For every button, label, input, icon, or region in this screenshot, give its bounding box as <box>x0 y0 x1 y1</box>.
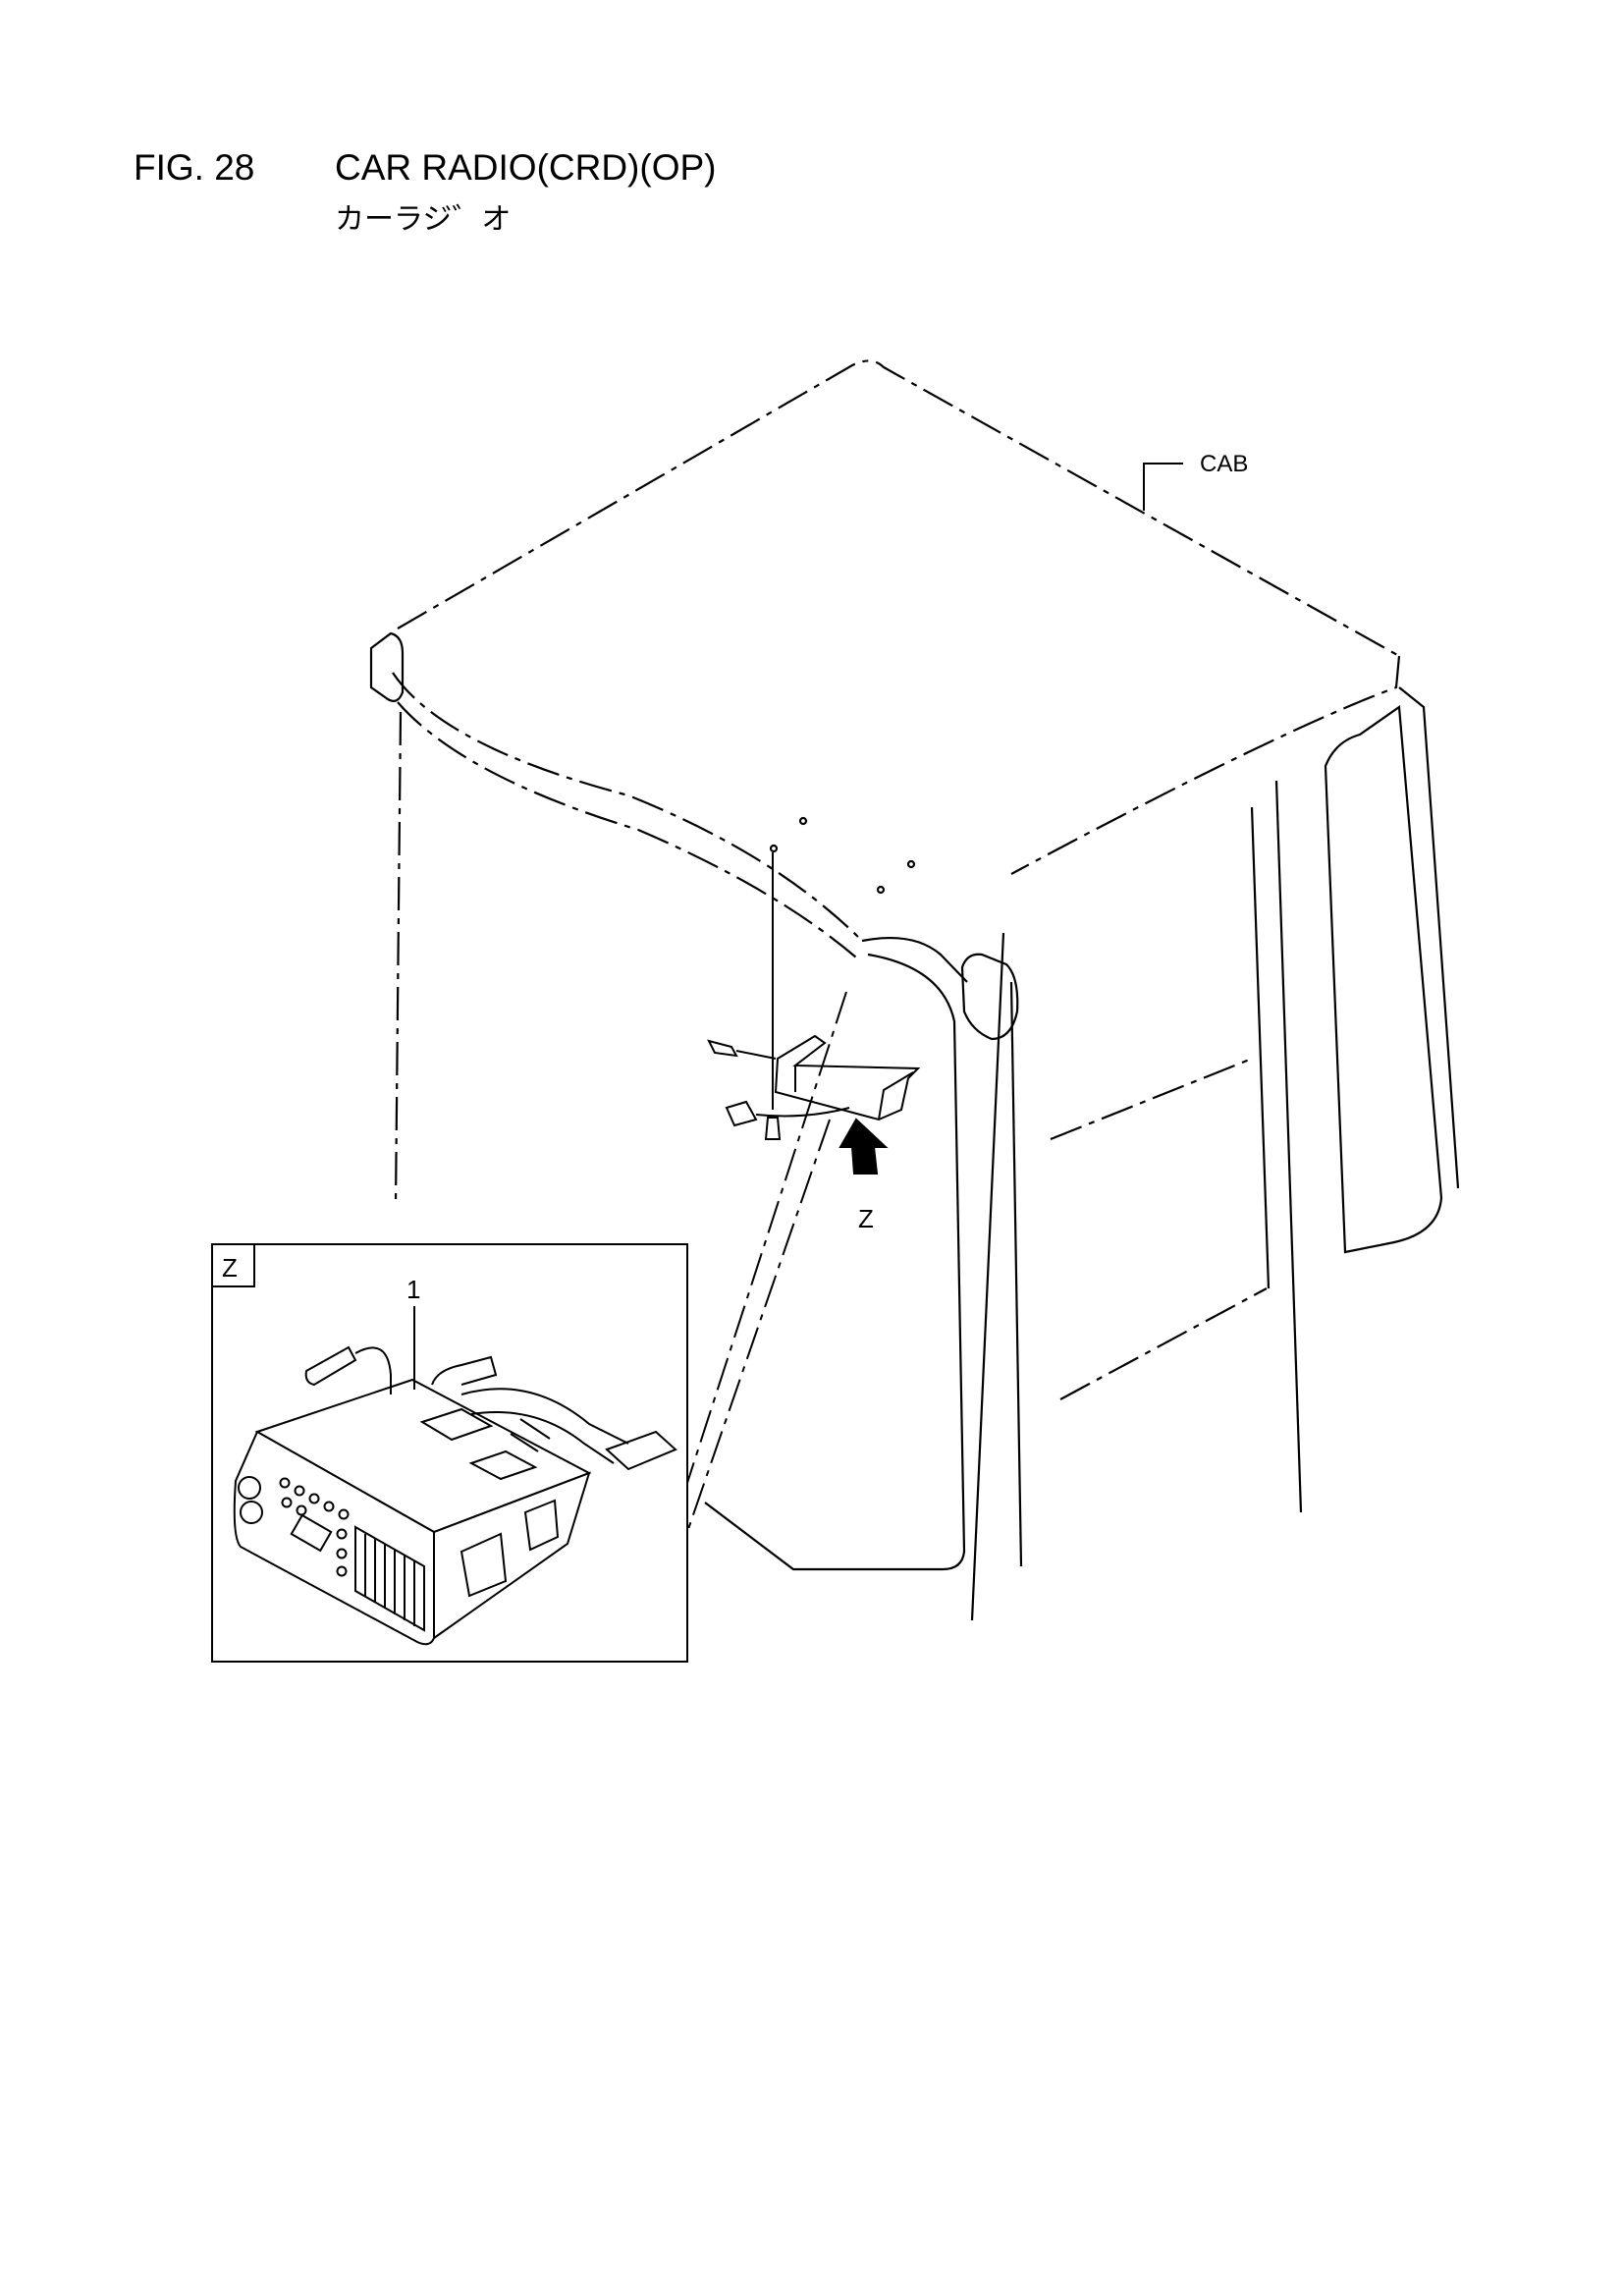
radio-knob-lower <box>240 1501 263 1524</box>
radio-rear-connectors <box>460 1499 560 1598</box>
radio-bracket-inner <box>794 1066 914 1121</box>
cab-right-corner-lamp <box>960 953 1019 1041</box>
detail-view-tag-label: Z <box>222 1253 238 1283</box>
roof-hole <box>876 885 886 895</box>
cab-roof-front-rail <box>861 936 968 983</box>
cab-leader-line <box>1143 463 1183 511</box>
radio-knob-upper <box>238 1476 261 1500</box>
roof-hole <box>798 816 808 826</box>
figure-subtitle: カーラジ゛オ <box>335 202 512 237</box>
cab-door-frame <box>970 932 1023 1621</box>
cab-door-panel-lines <box>1050 1057 1268 1400</box>
cab-label: CAB <box>1200 451 1248 477</box>
radio-harness-connector <box>605 1430 677 1471</box>
cab-side-pillar-a <box>1250 806 1271 1289</box>
detail-view-frame <box>211 1243 688 1663</box>
radio-speaker-grille <box>354 1525 425 1632</box>
detail-view-z: Z 1 <box>211 1243 688 1663</box>
cab-roof-front-curve-lower <box>397 701 857 958</box>
radio-buttons <box>279 1477 350 1577</box>
radio-bracket <box>774 1034 921 1121</box>
radio-bracket-assembly <box>686 852 921 1533</box>
bracket-screw <box>707 1039 777 1060</box>
radio-button <box>296 1504 307 1516</box>
roof-hole <box>906 859 916 869</box>
radio-button <box>308 1493 320 1504</box>
cab-roof-front-curve <box>392 672 863 942</box>
detail-leader-upper <box>686 991 847 1484</box>
cab-side-window <box>1324 705 1443 1254</box>
radio-button <box>279 1477 291 1489</box>
figure-number: FIG. 28 <box>134 147 255 188</box>
part-number-1: 1 <box>406 1275 420 1304</box>
cab-left-corner-lamp <box>369 631 405 702</box>
roof-hole <box>769 844 779 853</box>
radio-button <box>294 1485 305 1497</box>
cab-front-pillar <box>704 953 966 1571</box>
car-radio-unit <box>233 1345 677 1646</box>
view-z-arrow-label: Z <box>858 1204 874 1233</box>
radio-button <box>281 1497 293 1508</box>
detail-view-tag <box>211 1243 255 1287</box>
wire-harness-connector <box>725 1100 850 1127</box>
radio-wire-harness <box>431 1355 629 1464</box>
radio-button <box>338 1508 350 1520</box>
cab-side-rear-edge <box>1398 686 1460 1189</box>
cab-side-pillar-b <box>1274 780 1303 1513</box>
radio-button <box>336 1548 348 1559</box>
radio-antenna-plug <box>304 1345 392 1394</box>
cab-roof-right-edge <box>1010 655 1401 875</box>
view-z-arrow[interactable] <box>839 1118 889 1175</box>
cab-outline <box>369 359 1460 1621</box>
radio-side-face <box>433 1471 591 1639</box>
radio-button <box>336 1565 348 1577</box>
cab-left-pillar <box>394 711 403 1207</box>
radio-button <box>336 1528 348 1540</box>
cab-roof-left-edge <box>397 359 1400 657</box>
bottom-screw <box>764 1117 782 1140</box>
figure-title: CAR RADIO(CRD)(OP) <box>335 147 717 188</box>
radio-display <box>290 1513 333 1553</box>
radio-top-labels <box>419 1407 538 1481</box>
radio-button <box>323 1501 335 1512</box>
detail-leader-lower <box>686 1119 831 1533</box>
